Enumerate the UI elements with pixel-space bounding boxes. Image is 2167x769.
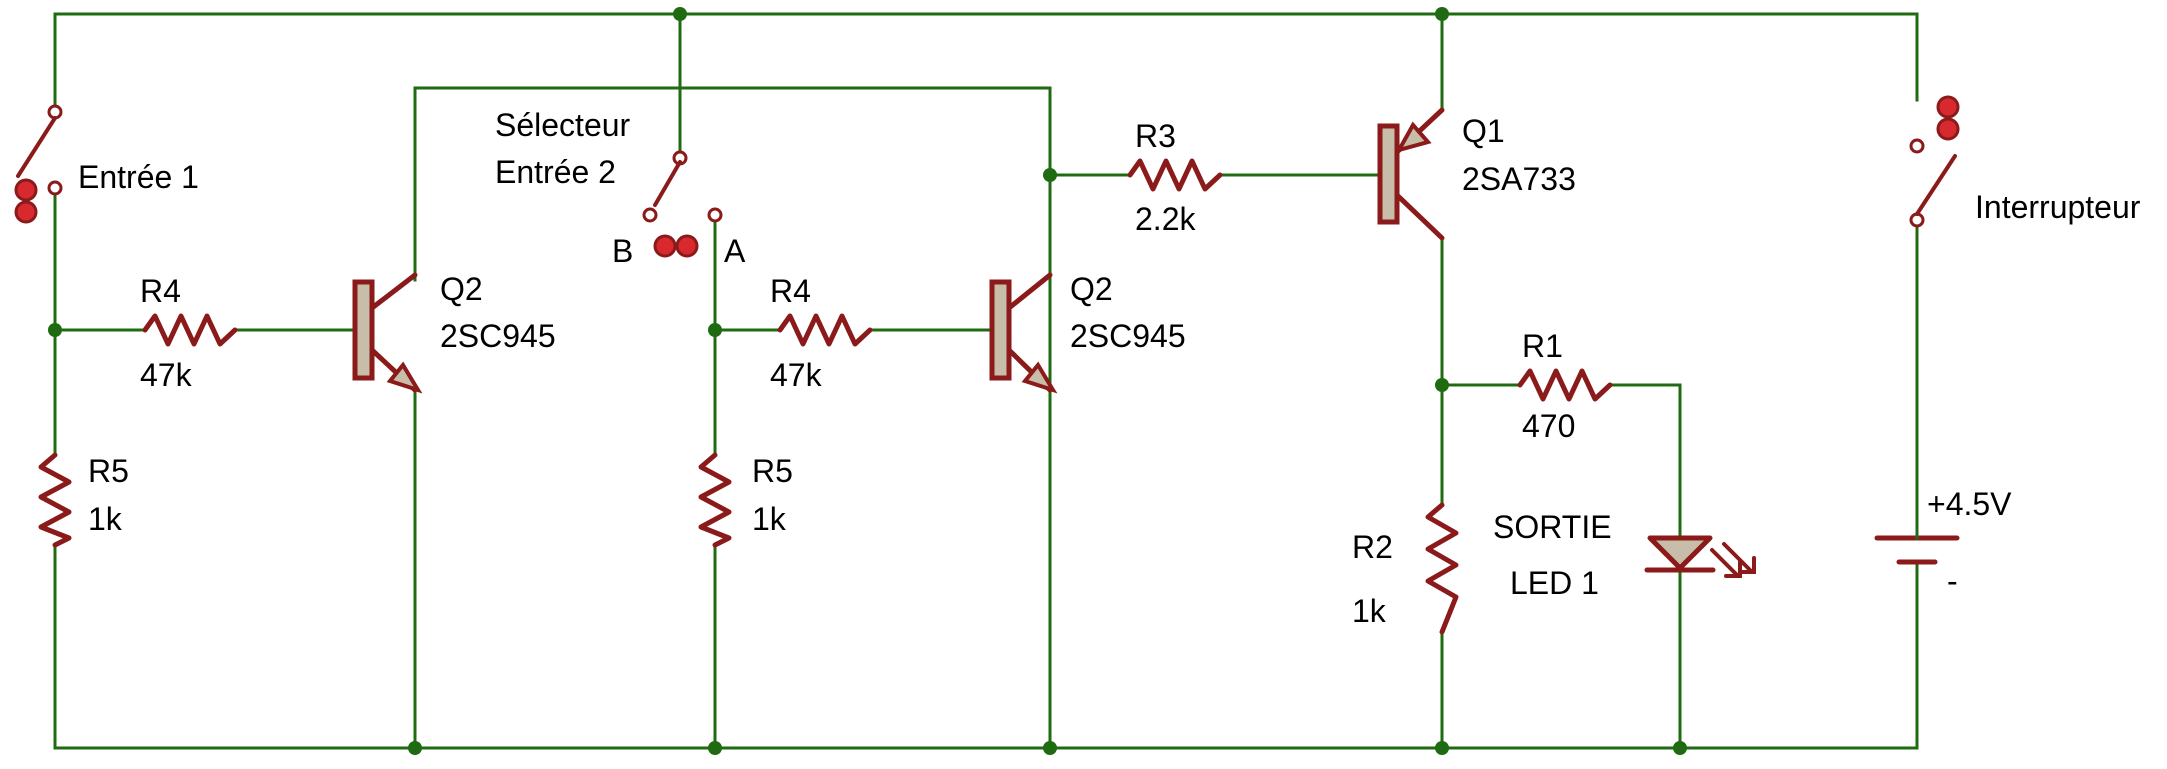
led-label-2: LED 1 — [1510, 565, 1599, 601]
q2-mid-name: Q2 — [1070, 271, 1113, 307]
selector-a-label: A — [724, 233, 746, 269]
r1-value: 470 — [1522, 408, 1575, 444]
r3-resistor — [1127, 158, 1223, 192]
r1-resistor — [1517, 368, 1613, 402]
r5-left-name: R5 — [88, 453, 129, 489]
battery-minus-label: - — [1947, 563, 1958, 599]
q2-left-name: Q2 — [440, 271, 483, 307]
led-1 — [1644, 535, 1756, 578]
r4-mid-value: 47k — [770, 357, 823, 393]
r1-name: R1 — [1522, 328, 1563, 364]
r3-name: R3 — [1135, 118, 1176, 154]
r4-mid-name: R4 — [770, 273, 811, 309]
r4-left-resistor — [142, 313, 238, 347]
r5-mid-value: 1k — [752, 501, 787, 537]
r5-mid-name: R5 — [752, 453, 793, 489]
wires — [53, 12, 1919, 750]
junctions — [48, 7, 1687, 755]
r3-value: 2.2k — [1135, 201, 1196, 237]
switch-label: Interrupteur — [1975, 189, 2141, 225]
power-switch[interactable] — [1909, 95, 1960, 228]
q2-left-transistor — [352, 272, 423, 394]
selector-label-1: Sélecteur — [495, 107, 631, 143]
selector-b-label: B — [612, 233, 633, 269]
battery-plus-label: +4.5V — [1927, 486, 2012, 522]
r4-left-value: 47k — [140, 357, 193, 393]
q2-mid-transistor — [989, 272, 1058, 394]
battery — [1874, 500, 1960, 565]
q2-left-part: 2SC945 — [440, 318, 556, 354]
r5-left-resistor — [38, 452, 72, 548]
q1-transistor — [1377, 107, 1445, 241]
r2-name: R2 — [1352, 529, 1393, 565]
q2-mid-part: 2SC945 — [1070, 318, 1186, 354]
led-label-1: SORTIE — [1493, 509, 1612, 545]
r4-mid-resistor — [777, 313, 873, 347]
q1-part: 2SA733 — [1462, 161, 1576, 197]
r4-left-name: R4 — [140, 273, 181, 309]
input1-label: Entrée 1 — [78, 159, 199, 195]
r5-mid-resistor — [698, 452, 732, 548]
selector-label-2: Entrée 2 — [495, 154, 616, 190]
r2-value: 1k — [1352, 593, 1387, 629]
q1-name: Q1 — [1462, 113, 1505, 149]
r5-left-value: 1k — [88, 501, 123, 537]
input1-switch[interactable] — [14, 104, 63, 224]
r2-resistor — [1425, 502, 1459, 635]
selector-switch[interactable] — [642, 150, 723, 258]
